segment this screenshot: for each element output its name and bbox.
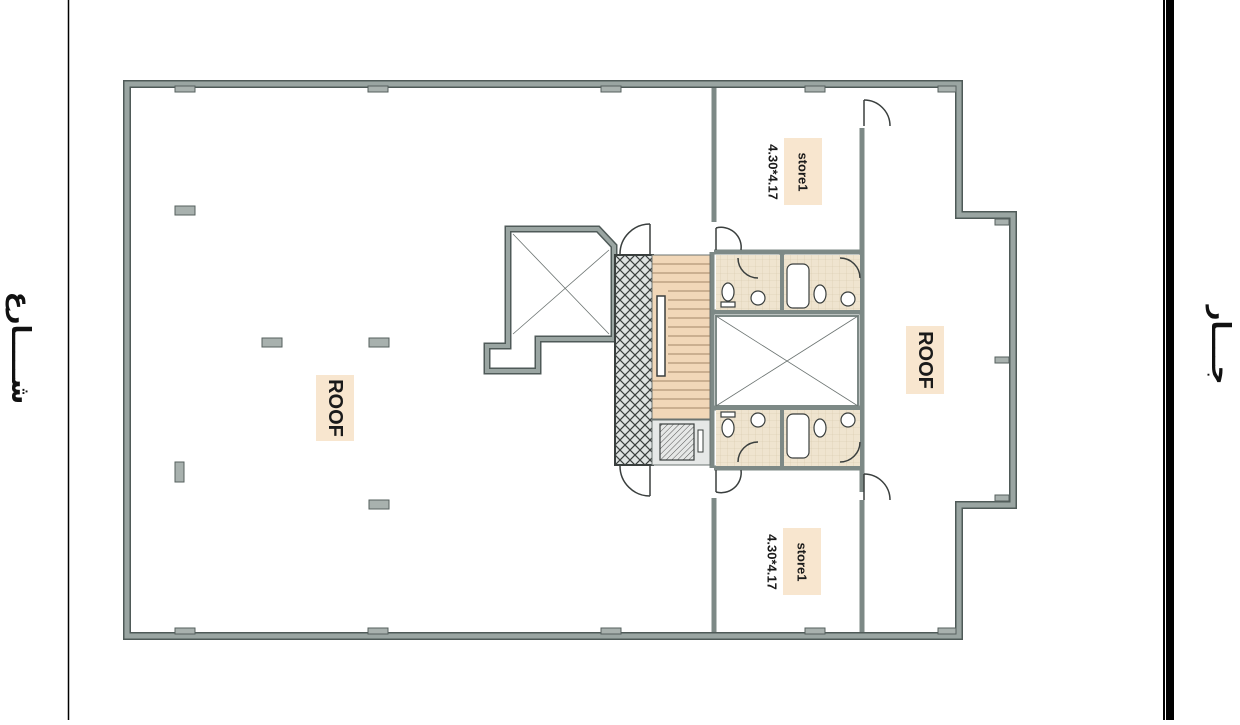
neighbor-label: جــــار bbox=[1205, 305, 1235, 385]
outer-walls bbox=[123, 80, 1017, 640]
store-size-top: 4.30*4.17 bbox=[766, 144, 781, 200]
roof-label-left-text: ROOF bbox=[324, 379, 346, 437]
doors bbox=[619, 99, 891, 501]
frame-bar-right bbox=[1166, 0, 1174, 720]
light-well-shaft bbox=[483, 225, 618, 375]
interior-walls bbox=[709, 88, 865, 632]
columns bbox=[174, 85, 1010, 635]
store-label-bottom: store1 4.30*4.17 bbox=[765, 528, 821, 595]
street-label: شـــــارع bbox=[5, 291, 35, 405]
roof-label-right-text: ROOF bbox=[914, 331, 936, 389]
bathrooms bbox=[716, 255, 860, 466]
store-label-top: store1 4.30*4.17 bbox=[766, 138, 822, 205]
stair-core bbox=[614, 254, 711, 466]
store-name-top: store1 bbox=[796, 152, 811, 191]
roof-label-right: ROOF bbox=[906, 326, 944, 394]
central-void bbox=[715, 315, 859, 407]
store-name-bottom: store1 bbox=[795, 542, 810, 581]
store-size-bottom: 4.30*4.17 bbox=[765, 534, 780, 590]
roof-label-left: ROOF bbox=[316, 375, 354, 441]
